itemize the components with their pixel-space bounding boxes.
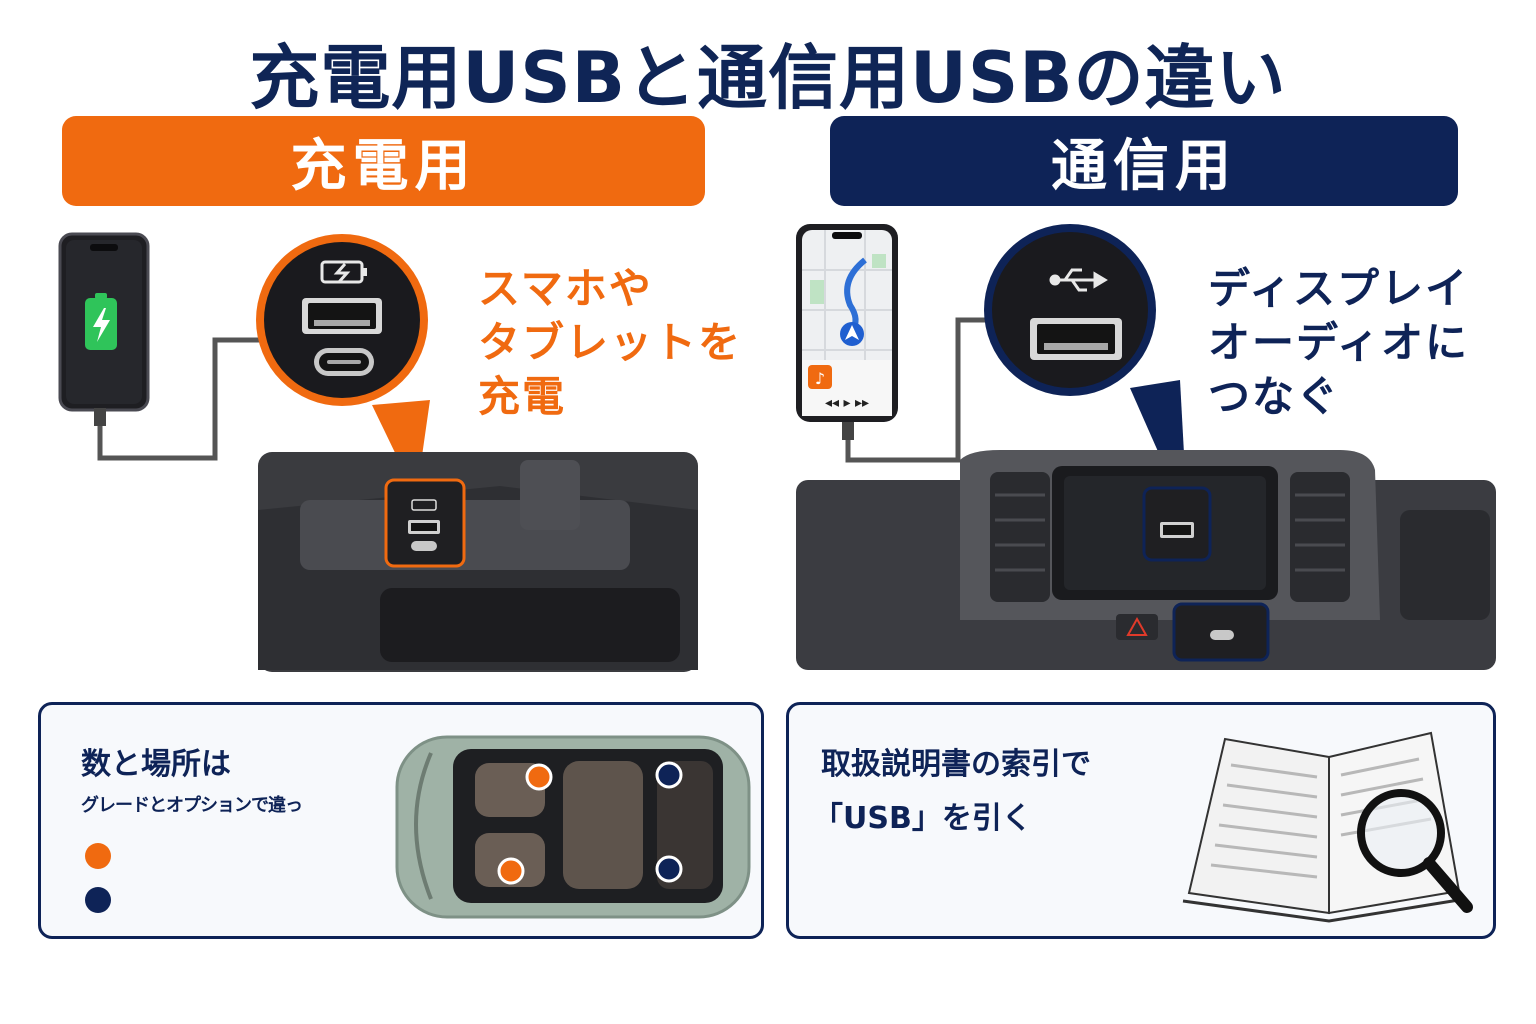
charging-callout: スマホや タブレットを 充電: [478, 262, 742, 424]
usb-a-port-icon: [302, 298, 382, 334]
charging-callout-line: スマホや: [478, 264, 653, 313]
data-legend-dot: [85, 887, 111, 913]
data-callout: ディスプレイ オーディオに つなぐ: [1208, 262, 1469, 424]
data-location-marker: [655, 855, 683, 883]
charging-location-marker: [525, 763, 553, 791]
data-callout-line: ディスプレイ: [1208, 264, 1470, 313]
charging-cable: [97, 337, 285, 461]
charging-illustration: [58, 232, 698, 672]
usb-a-port-icon: [1030, 318, 1122, 360]
map-pin-icon: [845, 325, 859, 340]
page-title: 充電用USBと通信用USBの違い: [249, 37, 1287, 119]
charging-callout-line: 充電: [478, 372, 567, 421]
charging-legend-dot: [85, 843, 111, 869]
data-location-marker: [655, 761, 683, 789]
open-book-icon: [1182, 731, 1473, 923]
usb-trident-icon: [1049, 268, 1108, 292]
data-cable: [845, 317, 992, 463]
dashboard-photo: [796, 450, 1496, 670]
phone-icon: ♪ ◂◂ ▸ ▸▸: [796, 224, 898, 440]
charging-banner: 充電用: [62, 116, 705, 206]
manual-line1: 取扱説明書の索引で: [821, 747, 1091, 782]
location-subheading: グレードとオプションで違っ: [81, 795, 303, 816]
usb-c-port-icon: [314, 348, 374, 376]
data-illustration: ♪ ◂◂ ▸ ▸▸: [796, 224, 1496, 670]
data-banner: 通信用: [830, 116, 1458, 206]
location-card: 数と場所は グレードとオプションで違っ: [38, 702, 764, 939]
data-callout-line: オーディオに: [1208, 318, 1470, 367]
magnifier-icon: [1357, 789, 1473, 913]
console-photo: [258, 452, 698, 672]
charging-callout-line: タブレットを: [478, 318, 743, 367]
data-callout-line: つなぐ: [1208, 372, 1341, 421]
media-controls-icon: ◂◂ ▸ ▸▸: [825, 395, 869, 411]
bubble-battery-icon: [320, 260, 367, 284]
svg-text:♪: ♪: [815, 369, 825, 388]
manual-card: 取扱説明書の索引で 「USB」を引く: [786, 702, 1496, 939]
charging-location-marker: [497, 857, 525, 885]
location-heading: 数と場所は: [81, 747, 231, 782]
manual-line2: 「USB」を引く: [813, 801, 1032, 836]
battery-charging-icon: [85, 293, 117, 350]
car-top-view: [395, 735, 751, 919]
music-note-icon: [808, 365, 832, 389]
hazard-icon: [1126, 616, 1148, 636]
